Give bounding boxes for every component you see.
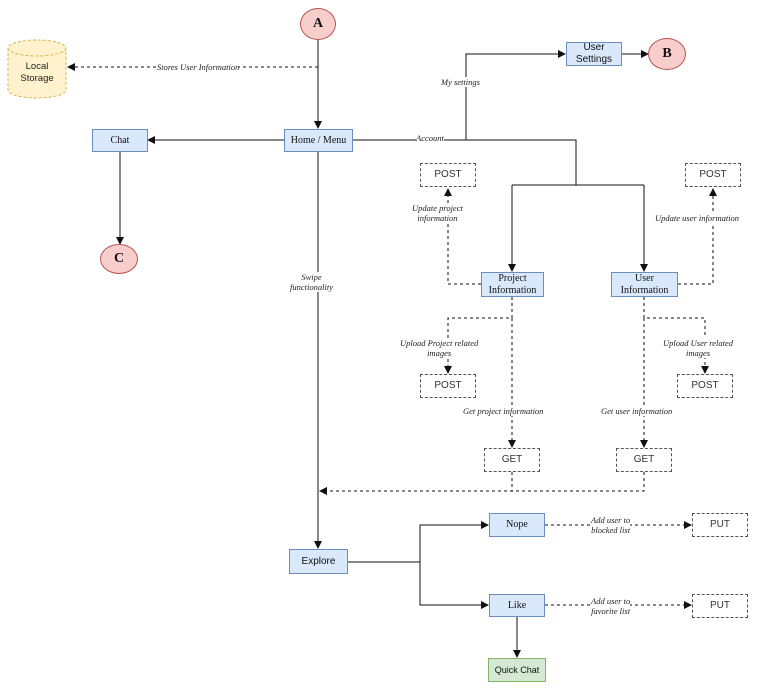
- label-upload-user-line2: images: [685, 348, 711, 358]
- label-swipe-line1: Swipe: [301, 272, 322, 282]
- label-add-blocked-line1: Add user to: [591, 515, 631, 525]
- connector-a: A: [300, 8, 336, 40]
- local-storage-label-line2: Storage: [20, 73, 54, 84]
- project-information-label-line2: Information: [488, 284, 537, 296]
- user-information-label-line1: User: [635, 272, 654, 284]
- home-menu-node: Home / Menu: [284, 129, 353, 152]
- label-update-user-information: Update user information: [655, 213, 740, 223]
- post-user-update: POST: [685, 163, 741, 187]
- edge-home-to-user-settings: [353, 50, 566, 141]
- local-storage-shape: [7, 39, 67, 99]
- label-update-project-line1: Update project: [412, 203, 463, 213]
- local-storage: Local Storage: [8, 61, 66, 85]
- user-settings-label-line1: User: [583, 42, 605, 53]
- label-upload-project-line1: Upload Project related: [400, 338, 479, 348]
- edge-explore-to-like: [419, 562, 489, 609]
- post-project-update: POST: [420, 163, 476, 187]
- explore-node: Explore: [289, 549, 348, 574]
- label-upload-project-line2: images: [427, 348, 452, 358]
- local-storage-label-line1: Local: [25, 61, 49, 72]
- user-settings-node: User Settings: [566, 42, 622, 66]
- post-user-images: POST: [677, 374, 733, 398]
- label-stores-user-information: Stores User Information: [157, 62, 240, 72]
- like-node: Like: [489, 594, 545, 617]
- user-information-label-line2: Information: [620, 284, 669, 296]
- label-add-blocked-list: Add user to blocked list: [591, 515, 631, 535]
- edge-explore-to-nope: [348, 521, 489, 563]
- project-information-label-line1: Project: [498, 272, 527, 284]
- label-get-user-information: Get user information: [601, 406, 673, 416]
- put-blocked-list: PUT: [692, 513, 748, 537]
- edge-user-to-post-images: [643, 297, 709, 374]
- user-information-node: User Information: [611, 272, 678, 297]
- label-upload-project-images: Upload Project related images: [400, 338, 479, 358]
- edge-user-to-post: [678, 188, 717, 285]
- get-user-information: GET: [616, 448, 672, 472]
- edge-project-to-post-images: [444, 297, 513, 374]
- label-add-favorite-line1: Add user to: [591, 596, 631, 606]
- edge-get-user-merge: [319, 472, 645, 495]
- connector-c: C: [100, 244, 138, 274]
- get-project-information: GET: [484, 448, 540, 472]
- quick-chat-node: Quick Chat: [488, 658, 546, 682]
- label-add-favorite-line2: favorite list: [591, 606, 631, 616]
- connector-b: B: [648, 38, 686, 70]
- label-update-project-line2: information: [417, 213, 458, 223]
- label-add-blocked-line2: blocked list: [591, 525, 631, 535]
- label-swipe-functionality: Swipe functionality: [290, 272, 333, 292]
- chat-node: Chat: [92, 129, 148, 152]
- nope-node: Nope: [489, 513, 545, 537]
- post-project-images: POST: [420, 374, 476, 398]
- label-my-settings: My settings: [441, 77, 480, 87]
- edge-account-branch: [466, 139, 577, 185]
- user-settings-label-line2: Settings: [575, 54, 613, 65]
- label-upload-user-line1: Upload User related: [663, 338, 734, 348]
- label-update-project-information: Update project information: [412, 203, 463, 223]
- label-account: Account: [416, 133, 444, 143]
- project-information-node: Project Information: [481, 272, 544, 297]
- label-add-favorite-list: Add user to favorite list: [591, 596, 631, 616]
- put-favorite-list: PUT: [692, 594, 748, 618]
- label-swipe-line2: functionality: [290, 282, 333, 292]
- label-get-project-information: Get project information: [463, 406, 544, 416]
- label-upload-user-images: Upload User related images: [663, 338, 734, 358]
